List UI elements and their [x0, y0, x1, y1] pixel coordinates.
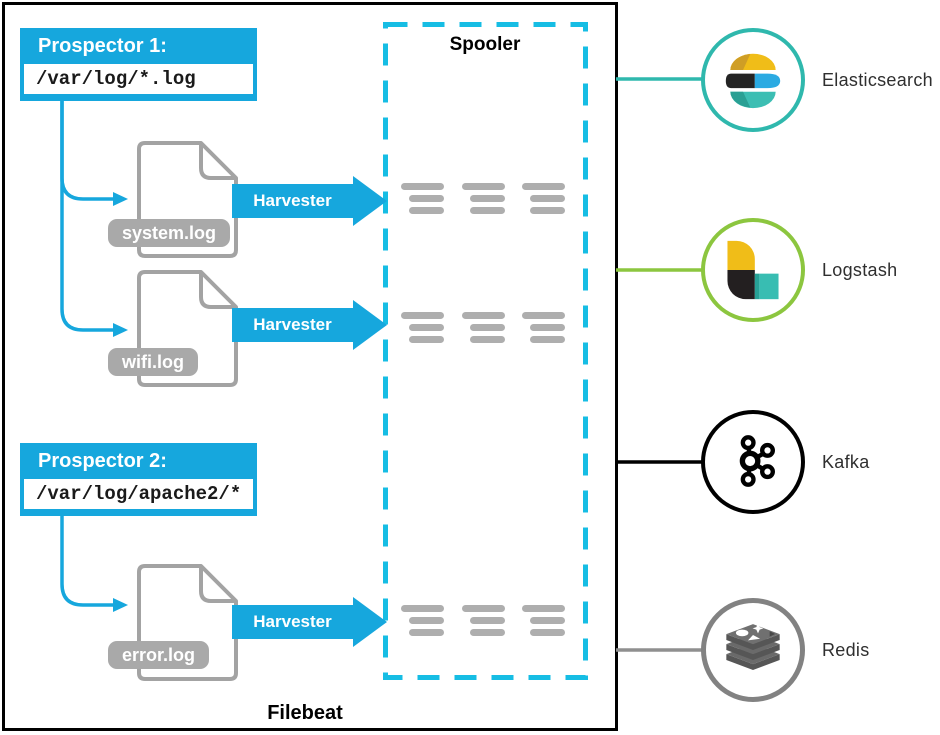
- redis-icon: [726, 623, 780, 670]
- logstash-icon: [727, 240, 779, 300]
- harvester-arrow-1: Harvester: [232, 176, 387, 226]
- output-label-kafka: Kafka: [822, 452, 870, 472]
- spooled-events-group: [462, 183, 505, 219]
- spooled-events-group: [401, 312, 444, 348]
- harvester-arrow-2: Harvester: [232, 300, 387, 350]
- spooled-events-group: [522, 183, 565, 219]
- harvester-2-label: Harvester: [253, 315, 332, 334]
- spooled-events-group: [401, 183, 444, 219]
- spooled-events-group: [462, 312, 505, 348]
- spooled-events-group: [522, 312, 565, 348]
- output-label-redis: Redis: [822, 640, 870, 660]
- filebeat-title: Filebeat: [267, 702, 343, 724]
- output-label-logstash: Logstash: [822, 260, 898, 280]
- spooled-events-group: [401, 605, 444, 641]
- spooler-title: Spooler: [449, 34, 521, 55]
- spooled-events-group: [522, 605, 565, 641]
- prospector-2-path: /var/log/apache2/*: [24, 479, 253, 509]
- prospector-1-path: /var/log/*.log: [24, 64, 253, 94]
- harvester-3-label: Harvester: [253, 612, 332, 631]
- elasticsearch-circle: [701, 28, 805, 132]
- prospector-1-box: Prospector 1: /var/log/*.log: [20, 28, 257, 101]
- file-label-error-log: error.log: [108, 641, 210, 669]
- prospector2-to-errorlog-arrow: [60, 515, 128, 612]
- spooler-dashed-box: [383, 22, 588, 680]
- prospector1-to-systemlog-arrow: [60, 100, 128, 206]
- spooled-events-group: [462, 605, 505, 641]
- harvester-arrow-3: Harvester: [232, 597, 387, 647]
- kafka-icon: [739, 435, 775, 487]
- file-label-wifi-log: wifi.log: [108, 348, 198, 376]
- prospector-2-title: Prospector 2:: [38, 450, 167, 472]
- kafka-circle: [701, 410, 805, 514]
- prospector-1-title: Prospector 1:: [38, 35, 167, 57]
- output-label-elasticsearch: Elasticsearch: [822, 70, 933, 90]
- prospector-2-box: Prospector 2: /var/log/apache2/*: [20, 443, 257, 516]
- logstash-circle: [701, 218, 805, 322]
- prospector1-to-wifilog-arrow: [60, 100, 128, 337]
- elasticsearch-icon: [725, 53, 781, 109]
- file-label-system-log: system.log: [108, 219, 231, 247]
- harvester-1-label: Harvester: [253, 191, 332, 210]
- filebeat-box: [2, 2, 618, 731]
- redis-circle: [701, 598, 805, 702]
